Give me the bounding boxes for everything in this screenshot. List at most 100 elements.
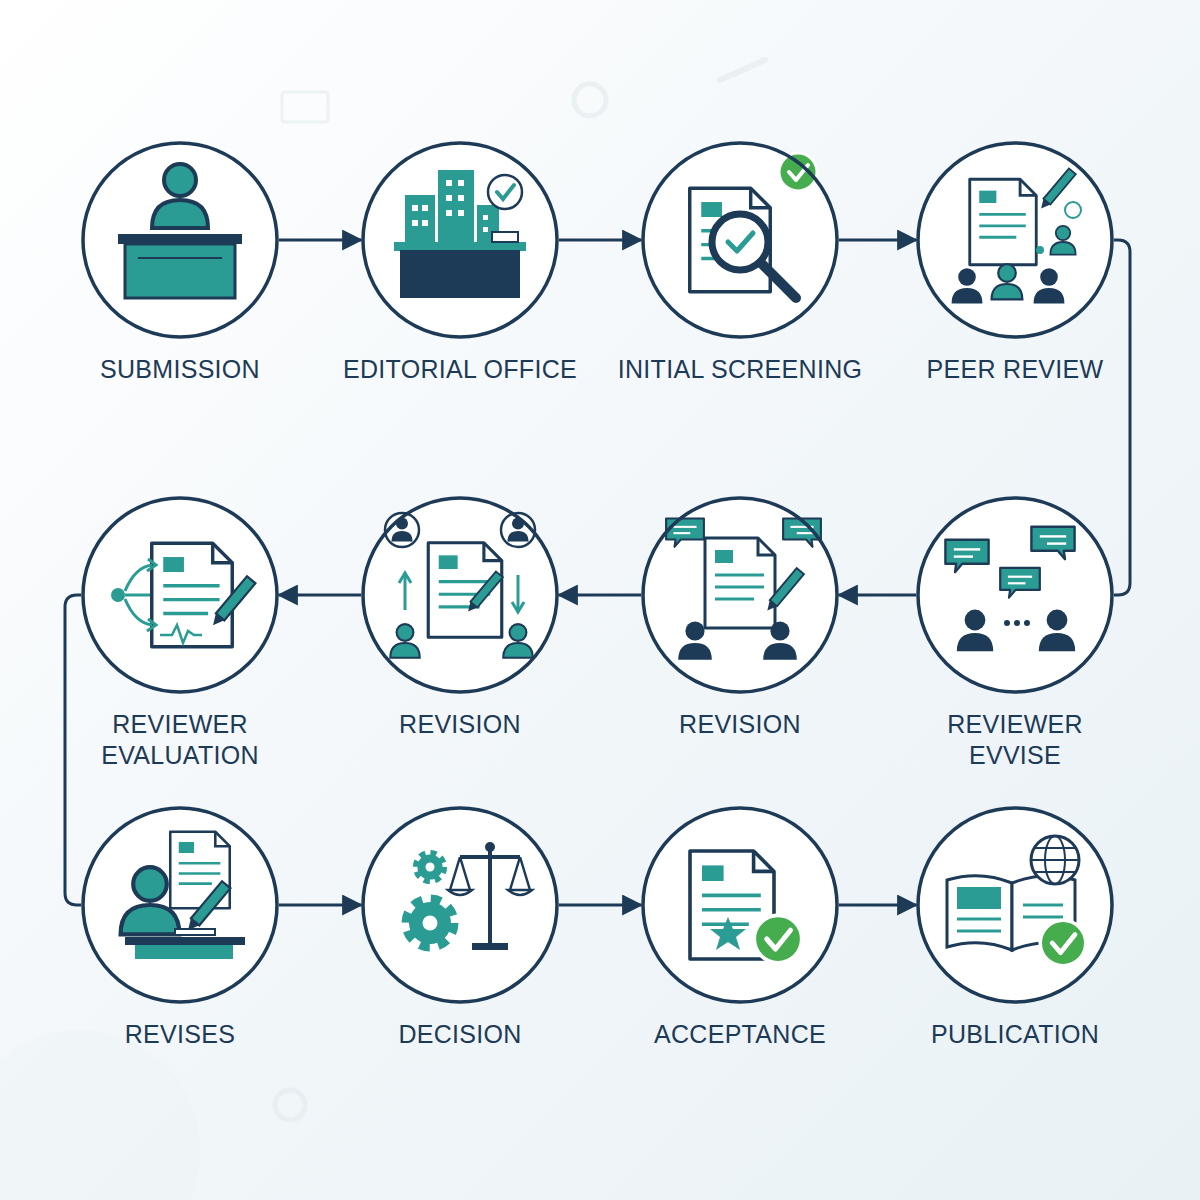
revises-icon bbox=[121, 832, 245, 959]
node-circle bbox=[80, 140, 280, 340]
step-label: INITIAL SCREENING bbox=[610, 354, 870, 385]
editorial-office-icon-part-part bbox=[458, 180, 464, 186]
revises-icon-part bbox=[184, 881, 231, 934]
decision-icon-part bbox=[460, 855, 520, 859]
flow-connector bbox=[559, 594, 641, 597]
peer-review-icon-part bbox=[1065, 202, 1081, 218]
reviewer-discussion-icon bbox=[945, 527, 1075, 651]
step-label: REVIEWER EVALUATION bbox=[75, 709, 285, 771]
circle-grounds-part bbox=[363, 808, 557, 1002]
acceptance-icon-part bbox=[710, 917, 746, 950]
node-circle-outline bbox=[643, 498, 837, 692]
process-node: REVISES bbox=[45, 805, 315, 1050]
circle-grounds-part bbox=[643, 808, 837, 1002]
flow-connector bbox=[839, 239, 916, 242]
reviewer-evaluation-icon-part bbox=[147, 619, 156, 631]
step-label: EDITORIAL OFFICE bbox=[330, 354, 590, 385]
step-label: REVIEWER EVVISE bbox=[910, 709, 1120, 771]
peer-review-icon-part bbox=[1034, 268, 1065, 303]
node-circle-outline bbox=[918, 808, 1112, 1002]
editorial-office-icon-part-part bbox=[412, 220, 418, 226]
reviewer-evaluation-icon-part bbox=[152, 543, 233, 647]
revision-discussion-icon-part bbox=[763, 621, 797, 659]
submission-icon-part bbox=[125, 244, 235, 298]
peer-review-icon-part bbox=[992, 264, 1023, 299]
editorial-office-icon-part bbox=[492, 232, 518, 242]
editorial-office-icon-part bbox=[400, 250, 520, 298]
publication-icon-part bbox=[957, 887, 1001, 909]
revision-icon-part bbox=[517, 575, 520, 610]
circle-grounds-part bbox=[363, 498, 557, 692]
node-circle-outline bbox=[643, 808, 837, 1002]
circle-grounds-part bbox=[83, 143, 277, 337]
decision-icon-part bbox=[485, 842, 495, 852]
reviewer-discussion-icon-part bbox=[1024, 620, 1030, 626]
revision-icon-part bbox=[399, 573, 411, 583]
circle-grounds-part bbox=[918, 498, 1112, 692]
circle-grounds-part bbox=[643, 498, 837, 692]
editorial-office-icon-part-part bbox=[422, 220, 428, 226]
node-circle bbox=[360, 495, 560, 695]
node-circle bbox=[640, 805, 840, 1005]
editorial-office-icon-part-part bbox=[446, 180, 452, 186]
node-circle-outline bbox=[363, 498, 557, 692]
node-circle bbox=[360, 140, 560, 340]
publication-icon bbox=[947, 836, 1086, 966]
decision-icon-part bbox=[508, 857, 532, 895]
peer-review-icon-part bbox=[970, 179, 1037, 265]
background-decor-part bbox=[574, 84, 606, 116]
reviewer-discussion-icon-part bbox=[1039, 610, 1075, 652]
node-circle bbox=[640, 495, 840, 695]
decision-icon-part bbox=[417, 854, 442, 879]
flow-connector bbox=[839, 904, 916, 907]
step-label: REVISES bbox=[50, 1019, 310, 1050]
node-circle-outline bbox=[363, 808, 557, 1002]
peer-review-icon-part bbox=[952, 268, 983, 303]
peer-review-icon bbox=[952, 168, 1081, 303]
editorial-office-icon-part bbox=[438, 170, 474, 245]
revises-icon-part bbox=[125, 937, 245, 945]
reviewer-evaluation-icon-part bbox=[111, 588, 125, 602]
editorial-office-icon-part bbox=[405, 195, 435, 245]
acceptance-icon bbox=[690, 851, 802, 963]
editorial-office-icon-part-part bbox=[412, 205, 418, 211]
publication-icon-part bbox=[1031, 836, 1079, 884]
node-circle bbox=[640, 140, 840, 340]
decision-icon-part bbox=[488, 847, 492, 945]
publication-icon-part bbox=[1023, 904, 1063, 907]
process-node: PEER REVIEW bbox=[880, 140, 1150, 385]
node-circle bbox=[915, 805, 1115, 1005]
reviewer-discussion-icon-part bbox=[1000, 568, 1040, 598]
step-label: REVISION bbox=[610, 709, 870, 740]
process-node: REVISION bbox=[325, 495, 595, 740]
flow-connector bbox=[279, 904, 361, 907]
submission-icon bbox=[118, 164, 242, 298]
circle-grounds-part bbox=[363, 143, 557, 337]
editorial-office-icon-part bbox=[394, 242, 526, 251]
flow-connector bbox=[279, 594, 361, 597]
reviewer-evaluation-icon-part bbox=[125, 599, 152, 625]
reviewer-discussion-icon-part bbox=[1031, 527, 1074, 559]
editorial-office-icon-part bbox=[412, 180, 488, 232]
node-circle-outline bbox=[918, 498, 1112, 692]
reviewer-discussion-icon-part bbox=[957, 610, 993, 652]
process-node: REVIEWER EVALUATION bbox=[45, 495, 315, 771]
revision-discussion-icon-part bbox=[764, 568, 804, 613]
editorial-office-icon-part-part bbox=[458, 195, 464, 201]
initial-screening-icon-part bbox=[761, 263, 796, 298]
flow-connector bbox=[839, 594, 916, 597]
node-circle bbox=[915, 495, 1115, 695]
revises-icon-part bbox=[121, 867, 180, 934]
editorial-office-icon bbox=[394, 170, 526, 298]
flow-connector bbox=[559, 239, 641, 242]
acceptance-icon-part bbox=[754, 915, 802, 963]
initial-screening-icon-part bbox=[728, 233, 753, 251]
revision-icon-part bbox=[512, 602, 524, 612]
decision-icon-part bbox=[409, 902, 451, 944]
revision-discussion-icon-part bbox=[678, 621, 712, 659]
decision-icon-part bbox=[472, 943, 508, 950]
background-decor-part bbox=[720, 60, 765, 80]
node-circle bbox=[80, 495, 280, 695]
process-node: SUBMISSION bbox=[45, 140, 315, 385]
publication-icon-part bbox=[947, 876, 1012, 950]
